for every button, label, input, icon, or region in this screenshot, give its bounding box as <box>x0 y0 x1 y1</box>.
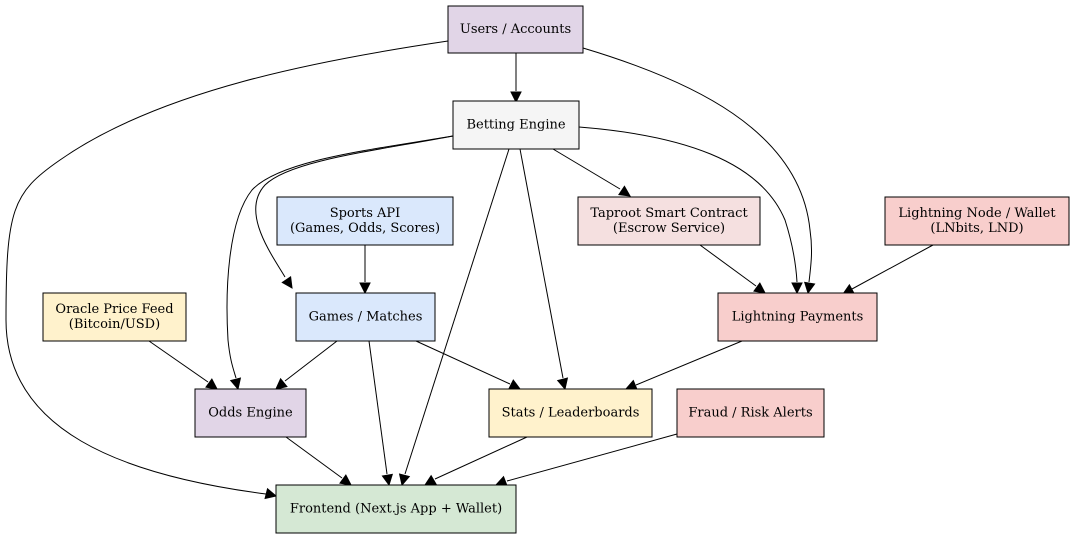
node-label: Stats / Leaderboards <box>502 406 640 421</box>
edge-line <box>255 135 454 278</box>
edge-games-to-frontend <box>368 340 394 487</box>
arrow-head <box>339 474 352 486</box>
arrow-head <box>510 91 522 104</box>
edge-stats-to-frontend <box>424 436 528 486</box>
edge-betting-to-frontend <box>398 148 510 487</box>
node-box <box>295 292 436 342</box>
node-oracle: Oracle Price Feed(Bitcoin/USD) <box>42 292 187 342</box>
edge-line <box>851 244 934 290</box>
arrow-head <box>424 474 437 486</box>
arrow-head <box>281 276 293 289</box>
node-box <box>884 196 1070 246</box>
arrow-head <box>753 282 766 294</box>
node-fraud: Fraud / Risk Alerts <box>676 388 825 438</box>
node-label: (Escrow Service) <box>613 221 725 236</box>
arrow-head <box>229 377 242 391</box>
edge-oracle-to-odds <box>148 340 218 390</box>
node-taproot: Taproot Smart Contract(Escrow Service) <box>577 196 761 246</box>
node-box <box>275 484 517 534</box>
node-box <box>717 292 878 342</box>
edge-line <box>582 47 813 283</box>
edge-line <box>699 244 757 287</box>
node-label: Users / Accounts <box>460 22 571 37</box>
arrow-head <box>205 378 218 390</box>
node-box <box>488 388 653 438</box>
arrow-head <box>264 487 278 500</box>
arrow-head <box>398 473 411 487</box>
node-label: Oracle Price Feed <box>55 302 173 317</box>
edge-line <box>578 126 798 283</box>
edge-odds-to-frontend <box>285 436 352 486</box>
arrow-head <box>275 377 288 390</box>
node-box <box>447 5 584 54</box>
edge-betting-to-games <box>255 135 454 289</box>
edge-line <box>368 340 388 475</box>
node-label: Taproot Smart Contract <box>590 206 748 221</box>
edge-line <box>415 340 511 385</box>
node-users: Users / Accounts <box>447 5 584 54</box>
node-label: Betting Engine <box>466 118 565 133</box>
node-label: Odds Engine <box>208 406 293 421</box>
edge-games-to-odds <box>275 340 338 390</box>
node-lnnode: Lightning Node / Wallet(LNbits, LND) <box>884 196 1070 246</box>
edges-layer <box>5 40 934 500</box>
edge-betting-to-taproot <box>552 148 631 197</box>
edge-line <box>552 148 621 190</box>
arrow-head <box>359 282 371 295</box>
node-betting: Betting Engine <box>452 100 580 150</box>
node-box <box>276 196 454 246</box>
node-label: Fraud / Risk Alerts <box>688 406 812 421</box>
node-box <box>42 292 187 342</box>
edge-games-to-stats <box>415 340 521 390</box>
node-games: Games / Matches <box>295 292 436 342</box>
node-label: Games / Matches <box>309 310 423 325</box>
edge-betting-to-odds <box>226 135 454 391</box>
edge-line <box>226 135 454 379</box>
arrow-head <box>618 185 631 197</box>
edge-sports-to-games <box>359 245 371 295</box>
arrow-head <box>624 379 638 391</box>
node-odds: Odds Engine <box>194 388 307 438</box>
edge-line <box>5 40 449 495</box>
edge-users-to-frontend <box>5 40 449 500</box>
edge-line <box>148 340 209 383</box>
node-box <box>194 388 307 438</box>
edge-line <box>506 433 678 482</box>
edge-betting-to-stats <box>519 148 569 391</box>
arrow-head <box>508 379 521 390</box>
edge-line <box>404 148 510 475</box>
node-label: (LNbits, LND) <box>930 221 1023 236</box>
edge-taproot-to-lnpay <box>699 244 766 294</box>
node-frontend: Frontend (Next.js App + Wallet) <box>275 484 517 534</box>
node-box <box>452 100 580 150</box>
node-label: (Bitcoin/USD) <box>69 317 160 332</box>
edge-line <box>434 436 528 480</box>
edge-line <box>635 340 743 386</box>
arrow-head <box>803 281 816 295</box>
node-label: Lightning Payments <box>732 310 864 325</box>
node-label: Frontend (Next.js App + Wallet) <box>290 502 502 517</box>
edge-fraud-to-frontend <box>494 433 678 487</box>
edge-lnpay-to-stats <box>624 340 743 391</box>
node-label: Lightning Node / Wallet <box>898 206 1056 221</box>
edge-lnnode-to-lnpay <box>842 244 934 295</box>
node-box <box>676 388 825 438</box>
edge-betting-to-lnpay <box>578 126 803 295</box>
edge-users-to-lnpay <box>582 47 816 295</box>
edge-line <box>519 148 564 379</box>
node-box <box>577 196 761 246</box>
edge-line <box>285 436 343 479</box>
node-sports: Sports API(Games, Odds, Scores) <box>276 196 454 246</box>
node-lnpay: Lightning Payments <box>717 292 878 342</box>
node-label: Sports API <box>330 206 401 221</box>
arrow-head <box>381 473 394 487</box>
node-stats: Stats / Leaderboards <box>488 388 653 438</box>
node-label: (Games, Odds, Scores) <box>290 221 440 236</box>
arrow-head <box>556 377 569 391</box>
edge-line <box>284 340 338 382</box>
arrow-head <box>791 282 803 295</box>
edge-users-to-betting <box>510 53 522 104</box>
